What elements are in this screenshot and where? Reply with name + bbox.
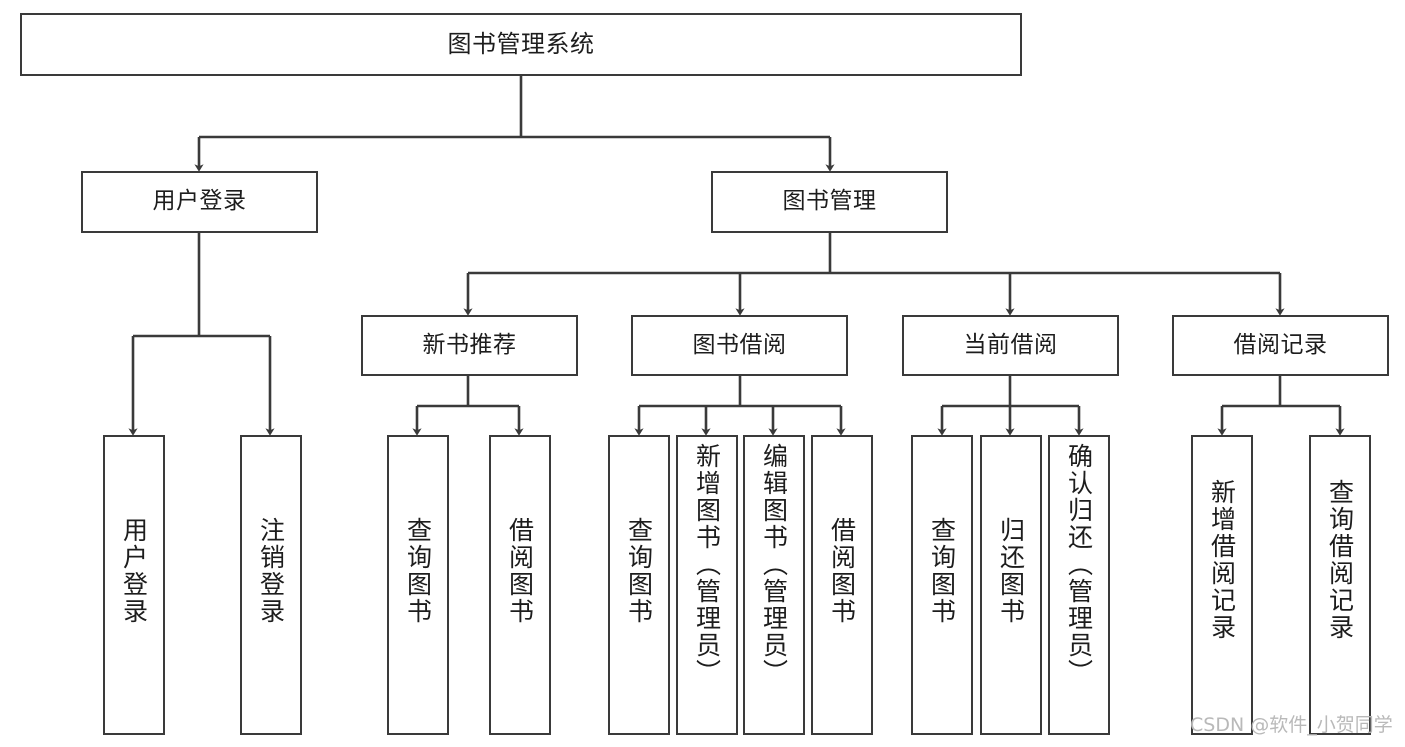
node-current-borrow-label: 当前借阅 — [963, 331, 1058, 358]
node-book-management[interactable]: 图书管理 — [711, 171, 948, 233]
leaf-borrow-add-book[interactable]: 新增图书（管理员） — [676, 435, 738, 735]
leaf-borrow-add-book-label: 新增图书（管理员） — [692, 443, 722, 686]
leaf-current-query-label: 查询图书 — [927, 517, 957, 625]
leaf-newbook-query[interactable]: 查询图书 — [387, 435, 449, 735]
leaf-record-add[interactable]: 新增借阅记录 — [1191, 435, 1253, 735]
leaf-user-login-label: 用户登录 — [119, 517, 149, 625]
node-borrow-record-label: 借阅记录 — [1233, 331, 1328, 358]
leaf-borrow-lend-book-label: 借阅图书 — [827, 517, 857, 625]
node-borrow-record[interactable]: 借阅记录 — [1172, 315, 1389, 376]
leaf-borrow-query[interactable]: 查询图书 — [608, 435, 670, 735]
leaf-newbook-borrow-label: 借阅图书 — [505, 517, 535, 625]
csdn-watermark: CSDN @软件_小贺同学 — [1190, 714, 1393, 736]
node-root[interactable]: 图书管理系统 — [20, 13, 1022, 76]
node-user-login[interactable]: 用户登录 — [81, 171, 318, 233]
leaf-user-logout-label: 注销登录 — [256, 517, 286, 625]
node-book-borrow[interactable]: 图书借阅 — [631, 315, 848, 376]
leaf-current-confirm-return-label: 确认归还（管理员） — [1064, 443, 1094, 686]
leaf-current-return[interactable]: 归还图书 — [980, 435, 1042, 735]
leaf-record-query[interactable]: 查询借阅记录 — [1309, 435, 1371, 735]
leaf-record-add-label: 新增借阅记录 — [1207, 479, 1237, 641]
node-new-book-recommend[interactable]: 新书推荐 — [361, 315, 578, 376]
node-book-management-label: 图书管理 — [782, 188, 877, 215]
leaf-current-confirm-return[interactable]: 确认归还（管理员） — [1048, 435, 1110, 735]
node-new-book-recommend-label: 新书推荐 — [422, 331, 517, 358]
leaf-user-logout[interactable]: 注销登录 — [240, 435, 302, 735]
node-root-label: 图书管理系统 — [447, 30, 595, 59]
leaf-borrow-query-label: 查询图书 — [624, 517, 654, 625]
node-current-borrow[interactable]: 当前借阅 — [902, 315, 1119, 376]
node-user-login-label: 用户登录 — [152, 188, 247, 215]
leaf-borrow-edit-book-label: 编辑图书（管理员） — [759, 443, 789, 686]
leaf-borrow-edit-book[interactable]: 编辑图书（管理员） — [743, 435, 805, 735]
leaf-current-return-label: 归还图书 — [996, 517, 1026, 625]
leaf-newbook-borrow[interactable]: 借阅图书 — [489, 435, 551, 735]
leaf-user-login[interactable]: 用户登录 — [103, 435, 165, 735]
leaf-borrow-lend-book[interactable]: 借阅图书 — [811, 435, 873, 735]
leaf-newbook-query-label: 查询图书 — [403, 517, 433, 625]
leaf-record-query-label: 查询借阅记录 — [1325, 479, 1355, 641]
node-book-borrow-label: 图书借阅 — [692, 331, 787, 358]
leaf-current-query[interactable]: 查询图书 — [911, 435, 973, 735]
